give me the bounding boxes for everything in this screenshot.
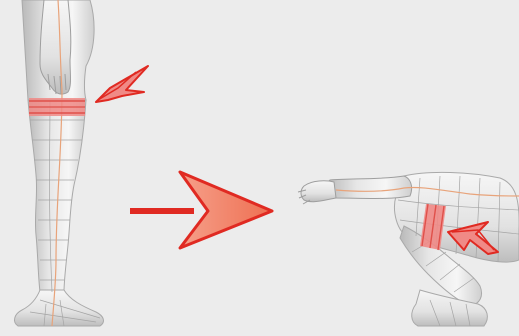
standing-foot xyxy=(15,290,104,326)
standing-figure xyxy=(15,0,104,326)
squatting-hand xyxy=(301,181,336,202)
pointer-arrow-icon xyxy=(96,66,148,102)
standing-leg xyxy=(28,100,86,292)
squatting-arm xyxy=(327,176,412,199)
right-arrow-icon xyxy=(130,172,272,248)
